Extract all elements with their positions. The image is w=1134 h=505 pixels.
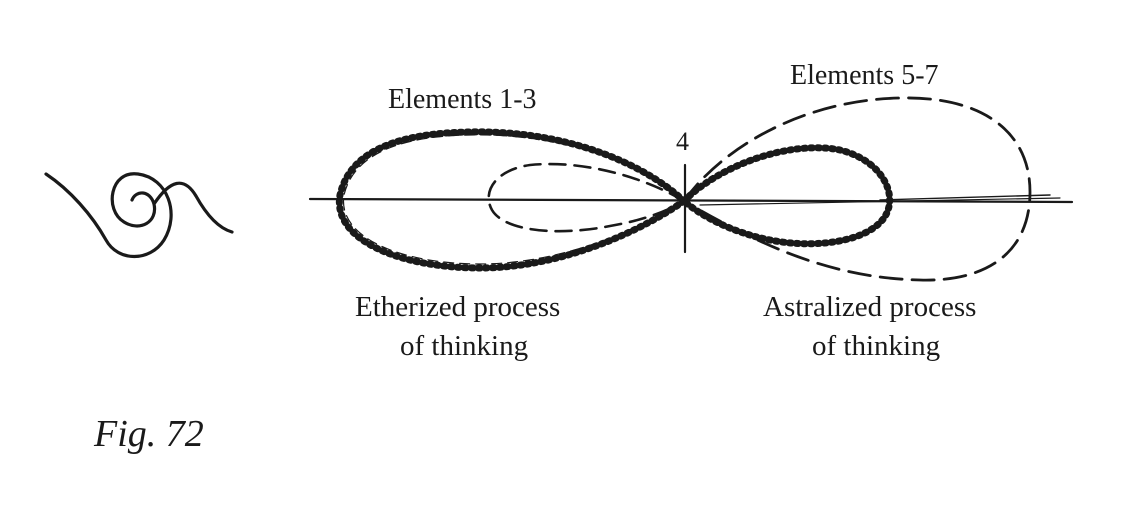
horizontal-axis-sketch [879,194,1051,201]
right-process-label-line1: Astralized process [763,291,976,323]
center-number-label: 4 [676,127,689,156]
left-process-label-line1: Etherized process [355,291,560,323]
left-hatched-loop-edge [342,134,685,265]
right-dashed-loop [682,96,1032,282]
elements-right-label: Elements 5-7 [790,60,939,91]
double-spiral-icon [44,172,234,259]
elements-left-label: Elements 1-3 [388,84,537,115]
figure-caption: Fig. 72 [93,413,204,455]
left-process-label-line2: of thinking [400,330,528,362]
right-process-label-line2: of thinking [812,330,940,362]
left-dashed-loop [487,162,686,233]
horizontal-axis-sketch-2 [699,197,1061,206]
horizontal-axis [308,197,1074,204]
right-hatched-loop [680,144,894,248]
left-hatched-loop [335,128,688,272]
